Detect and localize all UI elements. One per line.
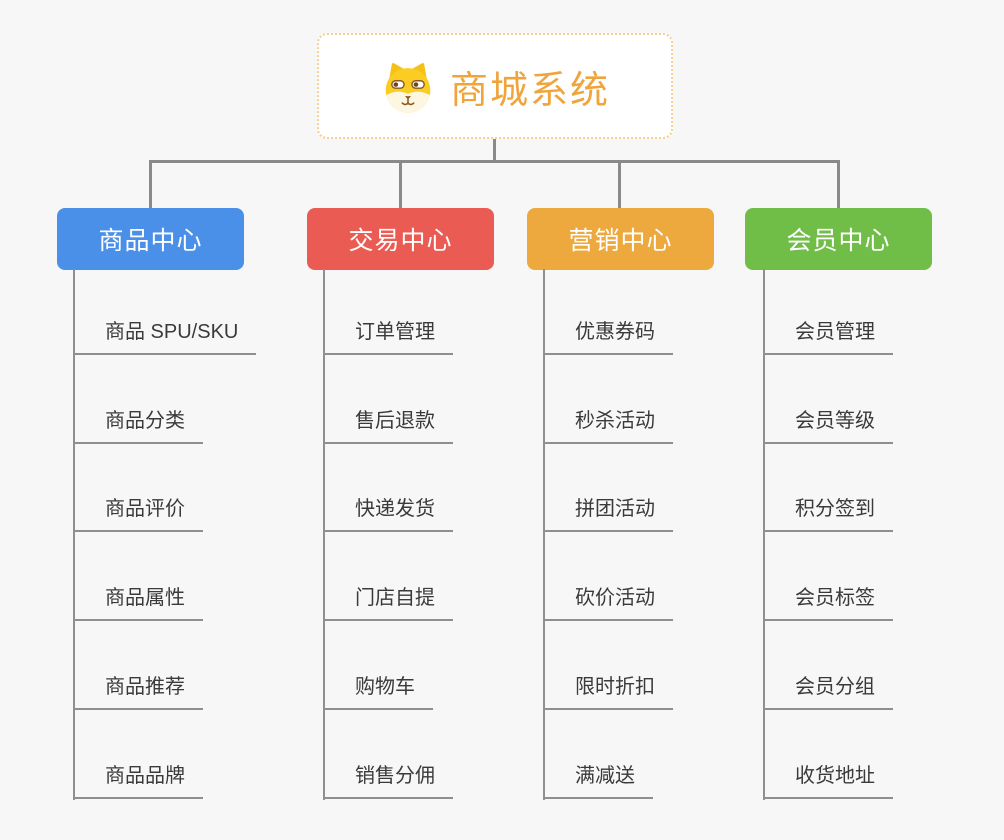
branch-connector-drop (618, 160, 621, 209)
leaf-node[interactable]: 销售分佣 (323, 759, 453, 799)
column-spine-line (763, 269, 765, 800)
branch-connector-drop (149, 160, 152, 209)
leaf-node[interactable]: 商品属性 (73, 581, 203, 622)
leaf-node[interactable]: 门店自提 (323, 581, 453, 622)
leaf-node[interactable]: 快递发货 (323, 492, 453, 533)
leaf-node[interactable]: 满减送 (543, 759, 653, 799)
leaf-node[interactable]: 商品推荐 (73, 670, 203, 710)
leaf-column-marketing-center: 优惠券码 秒杀活动 拼团活动 砍价活动 限时折扣 满减送 (543, 266, 793, 800)
leaf-node[interactable]: 商品评价 (73, 492, 203, 533)
leaf-node[interactable]: 订单管理 (323, 315, 453, 355)
leaf-node[interactable]: 商品品牌 (73, 759, 203, 799)
leaf-node[interactable]: 砍价活动 (543, 581, 673, 622)
column-spine-line (323, 269, 325, 800)
leaf-node[interactable]: 购物车 (323, 670, 433, 710)
root-node-title: 商城系统 (449, 69, 610, 112)
branch-connector-drop (399, 160, 402, 209)
leaf-node[interactable]: 会员管理 (763, 315, 893, 355)
branch-node-marketing-center[interactable]: 营销中心 (527, 208, 714, 270)
branch-node-label: 营销中心 (568, 227, 673, 255)
branch-node-member-center[interactable]: 会员中心 (745, 208, 932, 270)
leaf-node[interactable]: 积分签到 (763, 492, 893, 533)
leaf-column-trade-center: 订单管理 售后退款 快递发货 门店自提 购物车 销售分佣 (323, 266, 573, 800)
column-spine-line (543, 269, 545, 800)
branch-connector-drop (837, 160, 840, 209)
branch-node-product-center[interactable]: 商品中心 (57, 208, 244, 270)
leaf-node[interactable]: 商品分类 (73, 404, 203, 444)
leaf-node[interactable]: 会员等级 (763, 404, 893, 444)
shiba-dog-icon (385, 62, 431, 113)
branch-connector-rail (149, 160, 840, 163)
leaf-node[interactable]: 限时折扣 (543, 670, 673, 710)
root-connector-stub (493, 138, 496, 163)
leaf-node[interactable]: 优惠券码 (543, 315, 673, 355)
branch-node-trade-center[interactable]: 交易中心 (307, 208, 494, 270)
leaf-node[interactable]: 秒杀活动 (543, 404, 673, 444)
leaf-node[interactable]: 会员分组 (763, 670, 893, 710)
column-spine-line (73, 269, 75, 800)
leaf-node[interactable]: 收货地址 (763, 759, 893, 799)
branch-node-label: 商品中心 (98, 227, 203, 255)
leaf-node[interactable]: 售后退款 (323, 404, 453, 444)
leaf-column-member-center: 会员管理 会员等级 积分签到 会员标签 会员分组 收货地址 (763, 266, 1004, 800)
leaf-column-product-center: 商品 SPU/SKU 商品分类 商品评价 商品属性 商品推荐 商品品牌 (73, 266, 323, 800)
root-node-mall-system[interactable]: 商城系统 (317, 33, 673, 139)
branch-node-label: 交易中心 (348, 227, 453, 255)
leaf-node[interactable]: 会员标签 (763, 581, 893, 622)
branch-node-label: 会员中心 (786, 227, 891, 255)
leaf-node[interactable]: 商品 SPU/SKU (73, 315, 257, 355)
leaf-node[interactable]: 拼团活动 (543, 492, 673, 533)
